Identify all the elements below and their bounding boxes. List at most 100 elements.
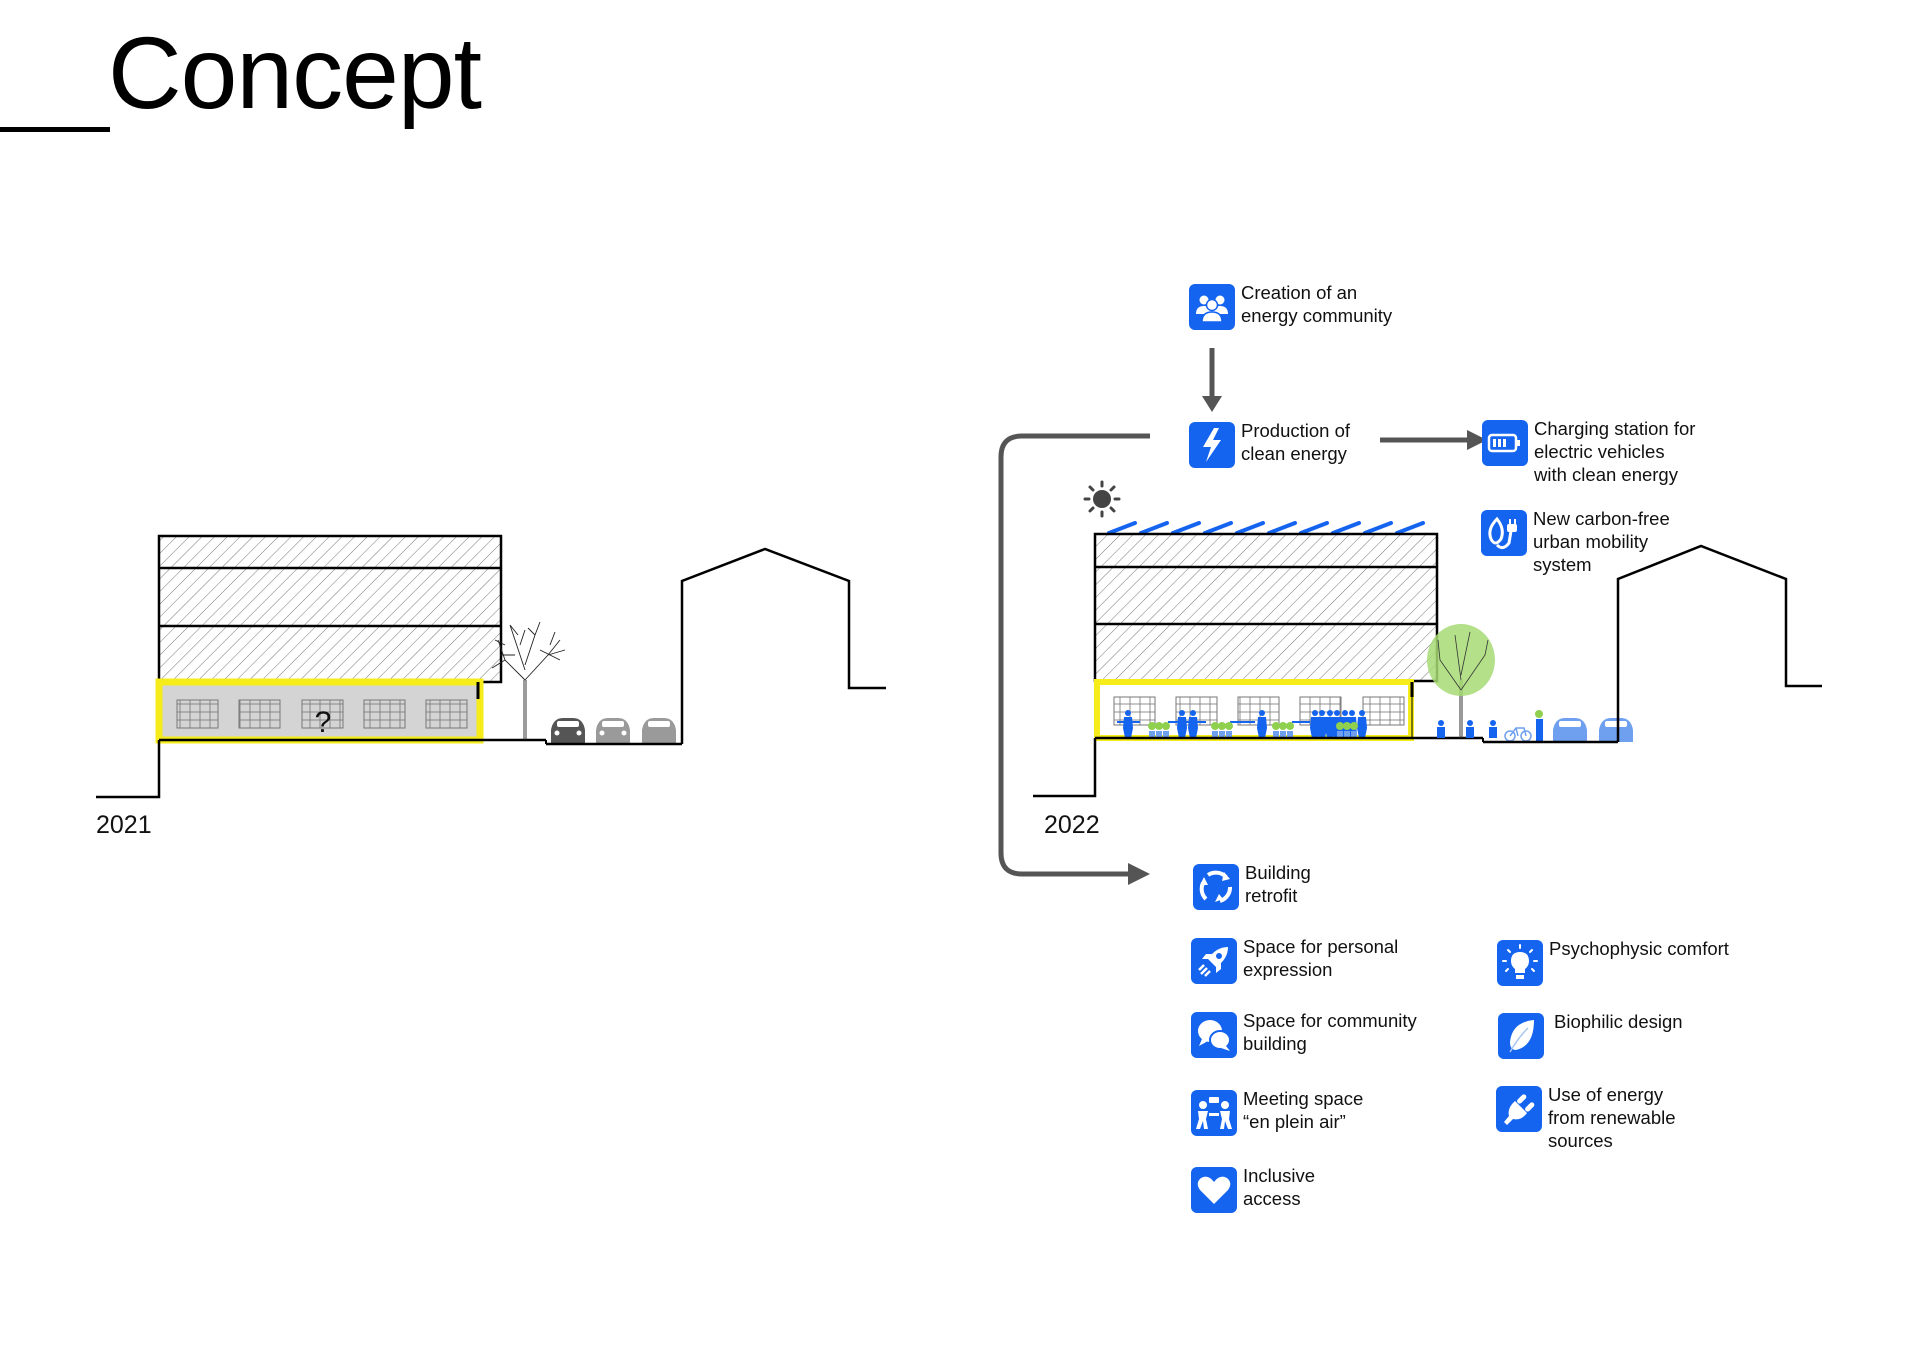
person-figure (1190, 710, 1196, 716)
flow-item-label: Production of clean energy (1241, 420, 1351, 464)
solar-panel (1331, 521, 1361, 535)
outcome-meeting-space: Meeting space “en plein air” (1191, 1088, 1364, 1136)
outcome-label: Space for community building (1243, 1010, 1417, 1054)
outcome-label: Space for personal expression (1243, 936, 1399, 980)
people-group-icon (1189, 284, 1235, 330)
outcome-inclusive-access: Inclusive access (1191, 1165, 1315, 1213)
person-figure (1310, 717, 1320, 738)
flow-item-urban-mobility: New carbon-free urban mobility system (1481, 508, 1670, 576)
outcome-renewable-energy: Use of energy from renewable sources (1496, 1084, 1676, 1152)
building-2021 (96, 534, 546, 799)
plant-pot (1212, 731, 1218, 737)
solar-panel (1235, 521, 1265, 535)
car-icon (551, 718, 585, 744)
people-and-plants (1117, 710, 1367, 738)
solar-panel (1203, 521, 1233, 535)
outcome-label: Biophilic design (1554, 1011, 1683, 1032)
plant (1148, 722, 1156, 730)
plant-pot (1280, 731, 1286, 737)
person-figure (1490, 720, 1496, 726)
outcome-label: Meeting space “en plein air” (1243, 1088, 1364, 1132)
solar-panel (1267, 521, 1297, 535)
plant-pot (1149, 731, 1155, 737)
flow-item-energy-community: Creation of an energy community (1189, 282, 1392, 330)
title-underline-rule (0, 127, 110, 132)
solar-panel (1363, 521, 1393, 535)
person-figure (1123, 717, 1133, 738)
building-2022 (1033, 532, 1483, 798)
year-label-2022: 2022 (1044, 811, 1100, 839)
person-figure (1359, 710, 1365, 716)
plant (1162, 722, 1170, 730)
outcome-community-building: Space for community building (1191, 1010, 1417, 1058)
flow-item-charging-station: Charging station for electric vehicles w… (1482, 418, 1695, 486)
outcome-label: Use of energy from renewable sources (1548, 1084, 1676, 1151)
plant-pot (1163, 731, 1169, 737)
solar-panel (1171, 521, 1201, 535)
plant (1225, 722, 1233, 730)
plant (1218, 722, 1226, 730)
outcome-label: Psychophysic comfort (1549, 938, 1729, 959)
person-figure (1357, 717, 1367, 738)
page-title: Concept (108, 16, 482, 130)
plant-pot (1273, 731, 1279, 737)
bare-tree-2021 (491, 621, 566, 740)
person-figure (1179, 710, 1185, 716)
plant-pot (1226, 731, 1232, 737)
flow-item-clean-energy: Production of clean energy (1189, 420, 1351, 468)
person-figure (1188, 717, 1198, 738)
plant-pot (1287, 731, 1293, 737)
solar-panel (1395, 521, 1425, 535)
plant (1286, 722, 1294, 730)
plant (1336, 722, 1344, 730)
person-figure (1466, 727, 1474, 738)
speech-bubbles-icon (1191, 1012, 1237, 1058)
person-figure (1334, 710, 1340, 716)
person-figure (1437, 727, 1445, 738)
plant (1535, 710, 1543, 718)
ground-floor-windows-2021 (176, 699, 468, 729)
lightbulb-icon (1497, 940, 1543, 986)
outcome-psychophysic-comfort: Psychophysic comfort (1497, 938, 1729, 986)
plant-pot (1351, 731, 1357, 737)
neighbor-house-2022 (1616, 544, 1822, 742)
flow-item-label: New carbon-free urban mobility system (1533, 508, 1670, 575)
plant (1350, 722, 1358, 730)
leaf-icon (1498, 1013, 1544, 1059)
battery-icon (1482, 420, 1528, 466)
outcome-building-retrofit: Building retrofit (1193, 862, 1311, 910)
car-window (1605, 721, 1627, 727)
plant-pot (1337, 731, 1343, 737)
arrowhead-icon (1128, 863, 1150, 885)
person-figure (1257, 717, 1267, 738)
person-figure (1319, 710, 1325, 716)
outcome-label: Inclusive access (1243, 1165, 1315, 1209)
person-figure (1125, 710, 1131, 716)
leaf-plug-icon (1481, 510, 1527, 556)
person-figure (1177, 717, 1187, 738)
rocket-icon (1191, 938, 1237, 984)
plant (1272, 722, 1280, 730)
solar-panel (1139, 521, 1169, 535)
arrowhead-icon (1202, 396, 1222, 412)
plant (1343, 722, 1351, 730)
car-window (1559, 721, 1581, 727)
plug-icon (1496, 1086, 1542, 1132)
car-icon (642, 718, 676, 744)
solar-panel (1299, 521, 1329, 535)
plant (1211, 722, 1219, 730)
street-2022 (1437, 710, 1633, 742)
plant-pot (1219, 731, 1225, 737)
person-figure (1317, 717, 1327, 738)
year-label-2021: 2021 (96, 811, 152, 839)
outcome-label: Building retrofit (1245, 862, 1311, 906)
solar-panel (1107, 521, 1137, 535)
outcome-biophilic-design: Biophilic design (1498, 1011, 1683, 1059)
plant-pot (1156, 731, 1162, 737)
lightning-bolt-icon (1189, 422, 1235, 468)
person-figure (1327, 710, 1333, 716)
charging-post-icon (1536, 719, 1543, 742)
outcome-personal-expression: Space for personal expression (1191, 936, 1399, 984)
plant (1155, 722, 1163, 730)
